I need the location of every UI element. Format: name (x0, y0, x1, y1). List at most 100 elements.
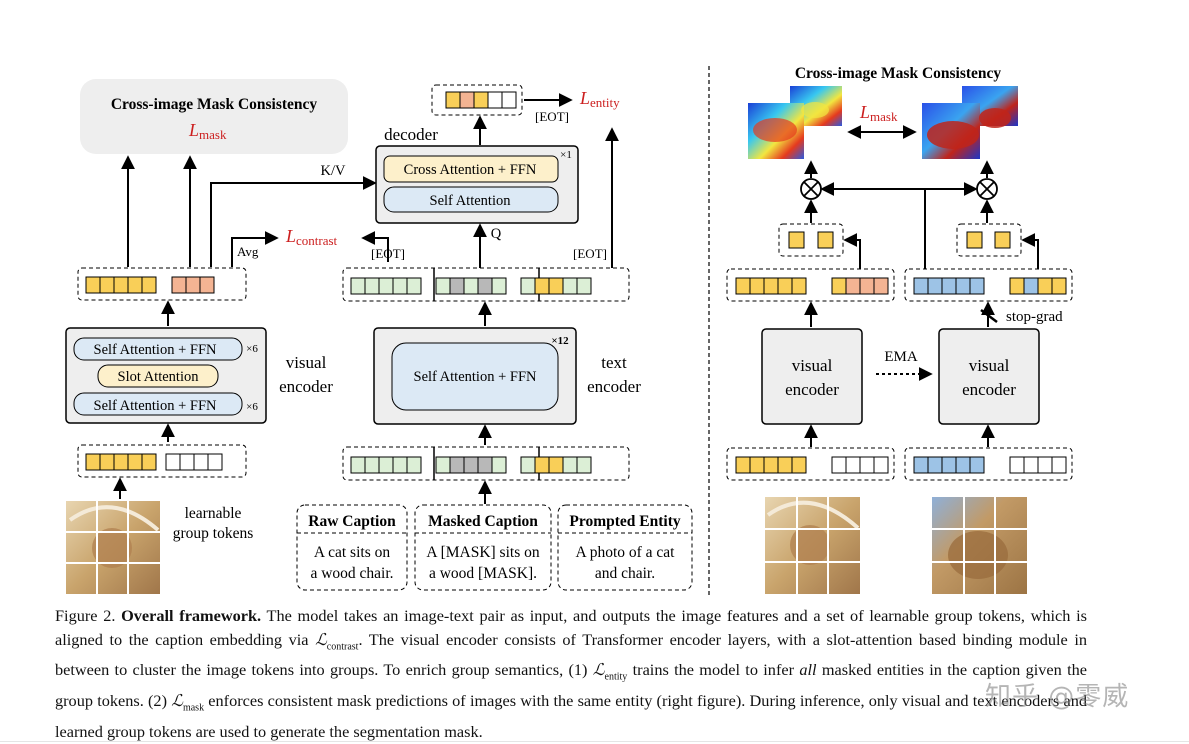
token-cell (350, 456, 366, 474)
q-label: Q (491, 226, 502, 242)
token-cell (207, 453, 223, 471)
token-cell (99, 453, 115, 471)
decoder-label: decoder (384, 125, 438, 144)
kv-label: K/V (321, 163, 347, 179)
token-cell (1023, 277, 1039, 295)
caption-sub-entity: entity (604, 671, 628, 683)
caption-part-5: enforces consistent mask predictions of … (55, 691, 1087, 741)
token-cell (1037, 277, 1053, 295)
caption-sub-contrast: contrast (326, 640, 359, 652)
figure-caption: Figure 2. Overall framework. The model t… (55, 604, 1087, 743)
avg-label: Avg (237, 244, 259, 259)
token-cell (941, 277, 957, 295)
caption-box-line1: A photo of a cat (575, 544, 675, 561)
visual-encoder-label-2: encoder (279, 377, 333, 396)
token-cell (141, 276, 157, 294)
caption-part-1: The model takes an image-text pair as in… (55, 606, 1087, 649)
caption-box-line2: a wood chair. (310, 565, 393, 582)
token-cell (392, 277, 408, 295)
eot-top: [EOT] (535, 109, 569, 124)
right-token-row-top-right (904, 268, 1073, 302)
token-cell (1051, 277, 1067, 295)
caption-box-line1: A cat sits on (314, 544, 390, 561)
self-attn-ffn-top: Self Attention + FFN (94, 342, 218, 358)
right-token-row-bottom-left (726, 447, 895, 481)
caption-sym-contrast: ℒ (315, 629, 327, 649)
slot-attention: Slot Attention (118, 369, 200, 385)
right-token-row-top-left (726, 268, 895, 302)
cat-image-left (66, 501, 160, 594)
token-cell (113, 276, 129, 294)
heatmap-left (748, 86, 842, 159)
caption-box-line1: A [MASK] sits on (426, 544, 540, 561)
token-cell (831, 456, 847, 474)
contrast-loss-sub: contrast (296, 233, 338, 248)
token-cell (113, 453, 129, 471)
text-encoder-block: Self Attention + FFN (414, 369, 538, 385)
decoder-mult: ×1 (560, 149, 572, 161)
token-cell (576, 456, 592, 474)
caption-part-2: . The visual encoder consists of Transfo… (55, 629, 1087, 680)
visual-encoder-label-1: visual (286, 353, 327, 372)
token-cell (955, 456, 971, 474)
text-token-row-bottom (342, 446, 630, 481)
zhihu-watermark: 知乎 @零威 (985, 682, 1130, 712)
token-cell (873, 277, 889, 295)
self-attn-ffn-bottom: Self Attention + FFN (94, 398, 218, 414)
token-cell (127, 453, 143, 471)
token-cell (534, 456, 550, 474)
token-cell (735, 456, 751, 474)
framework-diagram: Cross-image Mask Consistency Lmask Self … (65, 65, 1073, 596)
token-cell (941, 456, 957, 474)
self-attention-dec: Self Attention (430, 193, 512, 209)
token-cell (859, 456, 875, 474)
ema-label: EMA (884, 349, 918, 365)
caption-box-1: Raw Caption A cat sits on a wood chair. (296, 504, 408, 591)
token-cell (501, 91, 517, 109)
token-cell (364, 277, 380, 295)
token-cell (141, 453, 157, 471)
token-cell (777, 456, 793, 474)
token-cell (955, 277, 971, 295)
token-cell (463, 277, 479, 295)
token-cell (364, 456, 380, 474)
token-cell (350, 277, 366, 295)
visual-encoder-left: Self Attention + FFN ×6 Slot Attention S… (65, 327, 267, 424)
caption-box-title: Raw Caption (308, 513, 396, 530)
token-cell (459, 91, 475, 109)
token-cell (378, 456, 394, 474)
token-cell (534, 277, 550, 295)
token-cell (185, 276, 201, 294)
token-cell (831, 277, 847, 295)
caption-part-4: masked entities in the caption given the… (55, 660, 1087, 710)
text-encoder-box: Self Attention + FFN ×12 (373, 327, 577, 425)
caption-box-line2: a wood [MASK]. (429, 565, 537, 582)
token-cell (791, 277, 807, 295)
ve-right-a-1: visual (792, 356, 833, 375)
token-cell (193, 453, 209, 471)
token-cell (562, 456, 578, 474)
caption-sub-mask: mask (182, 702, 205, 714)
token-cell (763, 456, 779, 474)
text-encoder-label-2: encoder (587, 377, 641, 396)
cim-loss-left-sub: mask (199, 127, 227, 142)
caption-bold-title: Overall framework. (121, 606, 262, 625)
token-cell (378, 277, 394, 295)
token-cell (548, 277, 564, 295)
bottom-rule (0, 741, 1189, 742)
svg-text:Lcontrast: Lcontrast (285, 226, 338, 248)
svg-text:Lmask: Lmask (188, 120, 227, 142)
token-cell (165, 453, 181, 471)
caption-sym-mask: ℒ (171, 691, 183, 710)
group-tokens-right-right (956, 223, 1022, 257)
token-cell (435, 277, 451, 295)
token-cell (171, 276, 187, 294)
ve-right-a-2: encoder (785, 380, 839, 399)
caption-part-3: trains the model to infer (627, 660, 800, 680)
token-cell (435, 456, 451, 474)
contrast-loss: L (285, 226, 296, 246)
token-cell (406, 456, 422, 474)
decoder-output-tokens (431, 84, 523, 116)
